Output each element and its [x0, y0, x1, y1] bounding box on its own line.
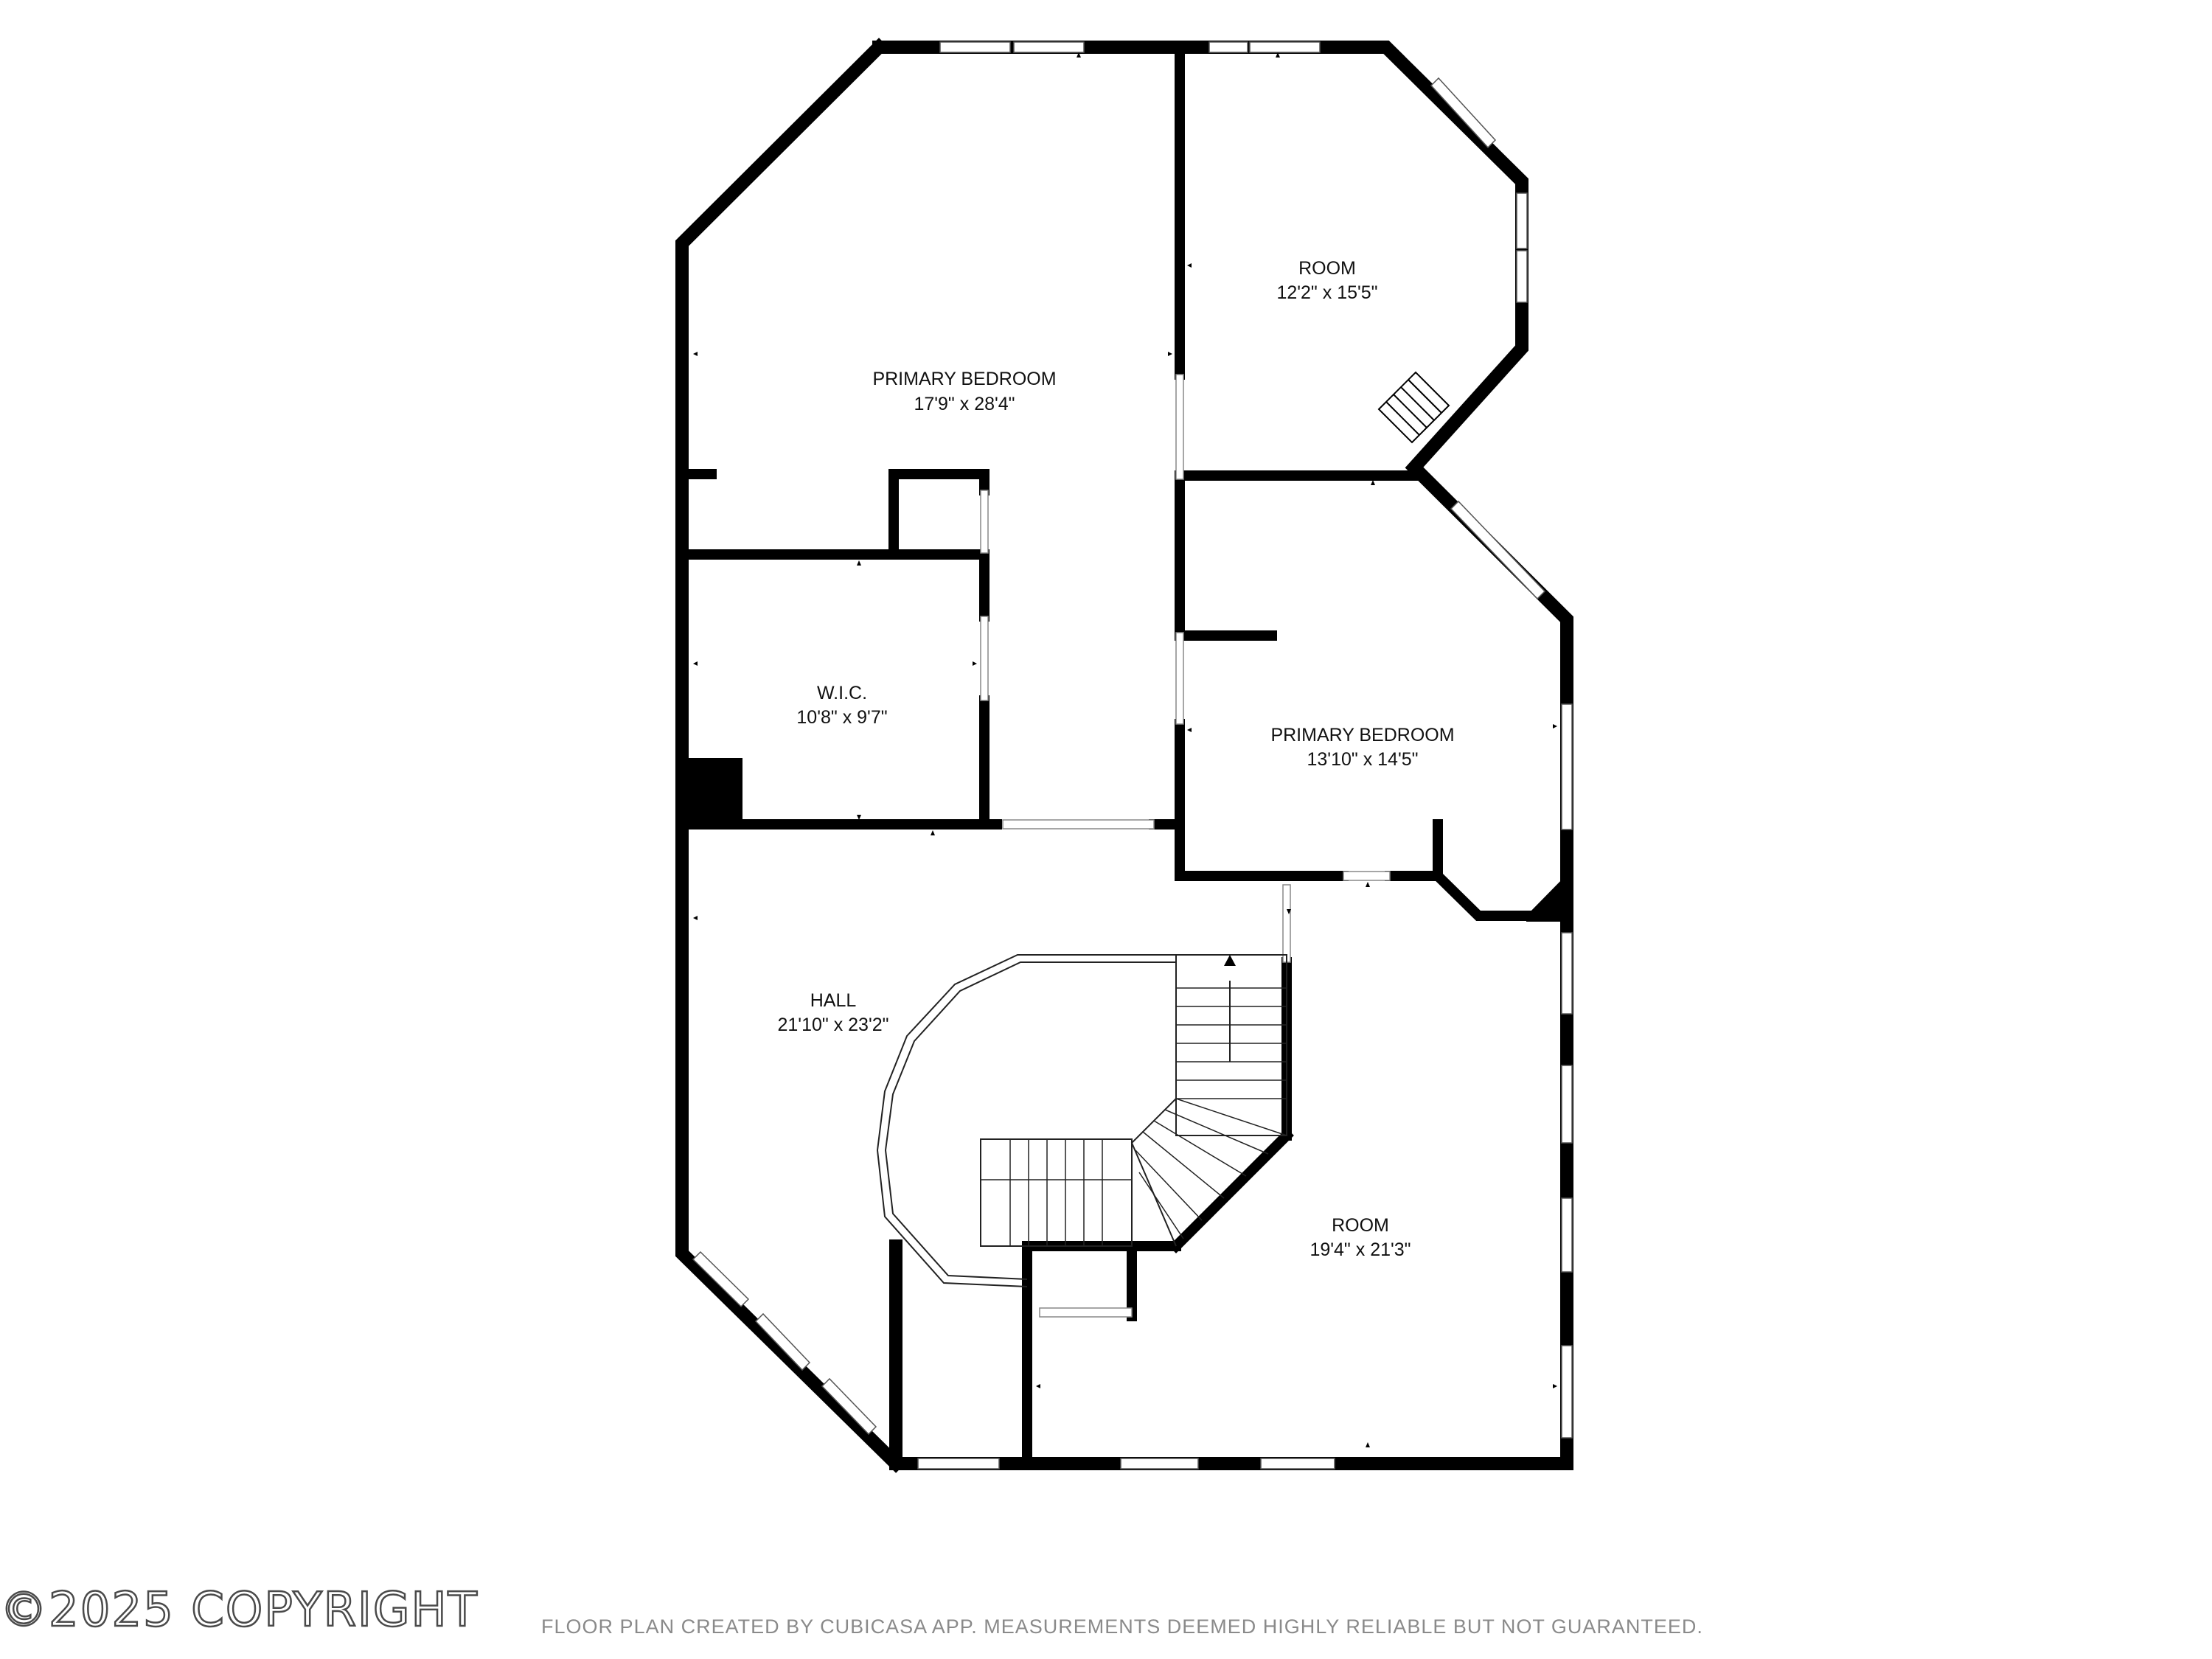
room-name: PRIMARY BEDROOM	[872, 369, 1056, 389]
room-size: 12'2" x 15'5"	[1276, 282, 1377, 303]
exterior-walls	[675, 38, 1573, 1473]
disclaimer: FLOOR PLAN CREATED BY CUBICASA APP. MEAS…	[541, 1615, 1703, 1638]
diagonal-windows	[692, 77, 1546, 1436]
room-size: 21'10" x 23'2"	[777, 1015, 888, 1035]
room-name: ROOM	[1332, 1215, 1389, 1236]
room-label-wic: W.I.C. 10'8" x 9'7"	[796, 683, 887, 728]
door-openings	[980, 374, 1391, 1318]
room-size: 19'4" x 21'3"	[1310, 1239, 1411, 1260]
room-size: 10'8" x 9'7"	[796, 707, 887, 728]
wall-column	[682, 758, 742, 829]
windows	[917, 41, 1573, 1470]
stair-arrow-icon	[1224, 955, 1236, 966]
fireplace	[1377, 371, 1450, 444]
wall-column	[1526, 874, 1567, 922]
room-label-room-upper: ROOM 12'2" x 15'5"	[1276, 258, 1377, 303]
room-name: PRIMARY BEDROOM	[1270, 725, 1454, 745]
room-name: ROOM	[1298, 258, 1356, 279]
room-label-room-lower: ROOM 19'4" x 21'3"	[1310, 1215, 1411, 1260]
dimension-ticks	[693, 52, 1557, 1447]
room-size: 17'9" x 28'4"	[914, 394, 1015, 414]
room-label-hall: HALL 21'10" x 23'2"	[777, 990, 888, 1035]
room-size: 13'10" x 14'5"	[1307, 749, 1418, 770]
copyright-watermark: ©2025 COPYRIGHT	[0, 1583, 479, 1638]
room-label-primary-bedroom-lower: PRIMARY BEDROOM 13'10" x 14'5"	[1270, 725, 1454, 770]
staircase	[876, 954, 1287, 1287]
room-name: HALL	[810, 990, 857, 1011]
room-name: W.I.C.	[817, 683, 867, 703]
room-label-primary-bedroom-upper: PRIMARY BEDROOM 17'9" x 28'4"	[872, 369, 1056, 414]
